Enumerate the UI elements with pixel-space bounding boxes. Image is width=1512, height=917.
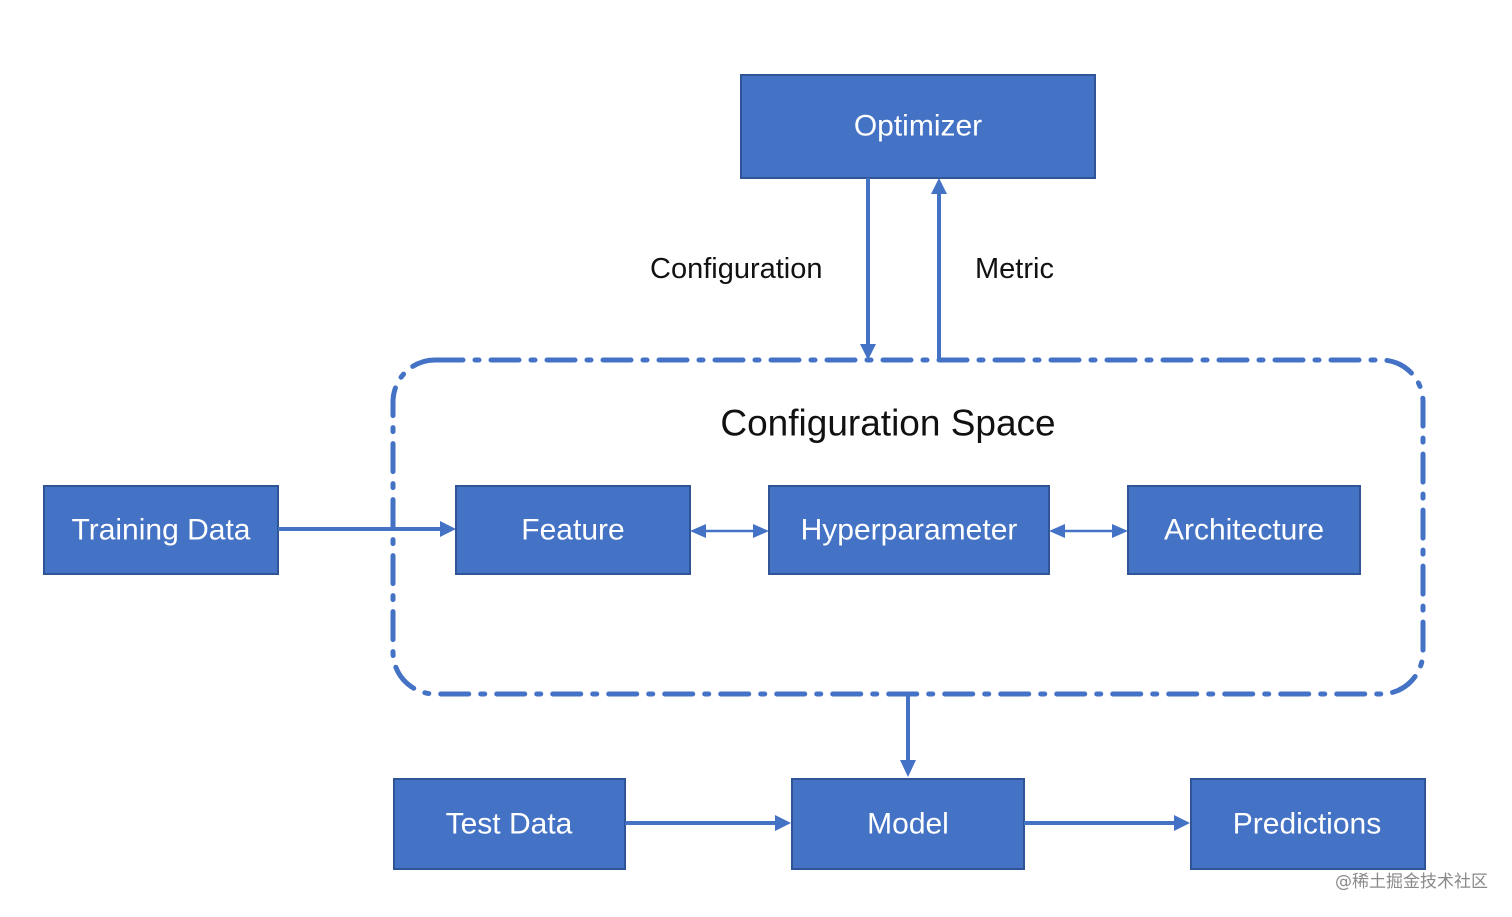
optimizer-label: Optimizer	[854, 110, 982, 143]
feature-hyperparameter-left-arrowhead	[690, 524, 706, 538]
configuration-space-title: Configuration Space	[720, 403, 1055, 444]
space-to-model-arrowhead	[900, 760, 916, 777]
test-data-box: Test Data	[393, 778, 626, 870]
feature-hyperparameter-right-arrowhead	[753, 524, 769, 538]
test-to-model-arrowhead	[775, 815, 791, 831]
training-data-label: Training Data	[72, 514, 251, 547]
hyperparameter-label: Hyperparameter	[801, 514, 1018, 547]
training-data-box: Training Data	[43, 485, 279, 575]
architecture-box: Architecture	[1127, 485, 1361, 575]
optimizer-box: Optimizer	[740, 74, 1096, 179]
test-data-label: Test Data	[446, 808, 573, 841]
hyperparameter-box: Hyperparameter	[768, 485, 1050, 575]
hyperparameter-architecture-left-arrowhead	[1049, 524, 1065, 538]
feature-box: Feature	[455, 485, 691, 575]
model-label: Model	[867, 808, 949, 841]
metric-edge-label: Metric	[975, 253, 1054, 285]
architecture-label: Architecture	[1164, 514, 1324, 547]
feature-label: Feature	[521, 514, 624, 547]
configuration-arrowhead	[860, 344, 876, 360]
predictions-box: Predictions	[1190, 778, 1426, 870]
hyperparameter-architecture-right-arrowhead	[1112, 524, 1128, 538]
metric-arrowhead	[931, 178, 947, 194]
watermark-text: @稀土掘金技术社区	[1335, 872, 1488, 892]
model-to-predictions-arrowhead	[1174, 815, 1190, 831]
model-box: Model	[791, 778, 1025, 870]
configuration-edge-label: Configuration	[650, 253, 823, 285]
predictions-label: Predictions	[1233, 808, 1381, 841]
training-to-feature-arrowhead	[440, 521, 456, 537]
